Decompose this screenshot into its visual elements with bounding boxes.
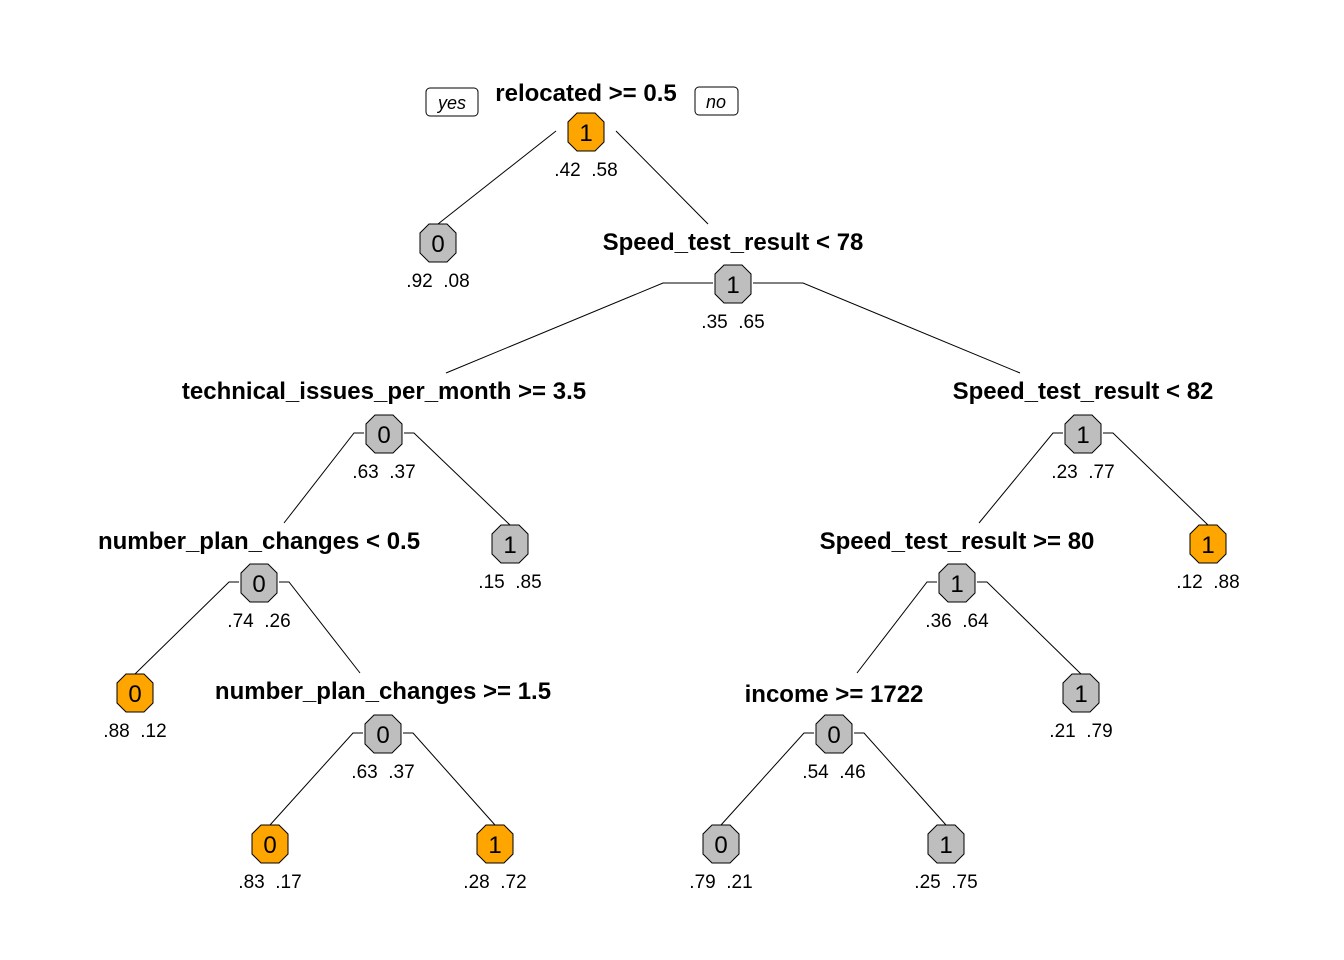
edge-n12-to-n25	[279, 581, 361, 674]
edge-n28-to-n57	[854, 732, 947, 826]
node-box	[938, 563, 976, 603]
no-label: no	[706, 92, 726, 112]
class-probabilities: .54 .46	[802, 762, 865, 783]
class-label: 1	[950, 571, 963, 598]
class-probabilities: .12 .88	[1176, 572, 1239, 593]
split-label: number_plan_changes < 0.5	[98, 528, 420, 555]
class-probabilities: .63 .37	[352, 462, 415, 483]
tree-node-n14: Speed_test_result >= 80 1 .36 .64	[820, 528, 1095, 632]
class-label: 0	[252, 571, 265, 598]
tree-nodes: relocated >= 0.51.42 .580.92 .08Speed_te…	[98, 80, 1240, 893]
node-box	[927, 824, 965, 864]
tree-node-n25: number_plan_changes >= 1.5 0 .63 .37	[215, 678, 551, 783]
node-box	[714, 264, 752, 304]
node-box	[251, 824, 289, 864]
class-label: 0	[714, 832, 727, 859]
node-box	[240, 563, 278, 603]
edge-n3-to-n6	[445, 282, 713, 374]
class-probabilities: .25 .75	[914, 872, 977, 893]
class-label: 1	[939, 832, 952, 859]
class-label: 0	[128, 681, 141, 708]
edge-n14-to-n29	[977, 581, 1082, 675]
node-box	[491, 524, 529, 564]
tree-node-n51: 1 .28 .72	[463, 824, 527, 893]
edge-n25-to-n50	[269, 732, 363, 826]
node-box	[476, 824, 514, 864]
class-probabilities: .92 .08	[406, 271, 469, 292]
tree-node-n15: 1 .12 .88	[1176, 524, 1240, 593]
class-probabilities: .28 .72	[463, 872, 526, 893]
yes-branch-label: yes	[425, 87, 479, 117]
tree-node-n7: Speed_test_result < 82 1 .23 .77	[953, 378, 1214, 483]
node-box	[1062, 673, 1100, 713]
split-label: Speed_test_result < 78	[603, 229, 864, 256]
class-probabilities: .74 .26	[227, 611, 290, 632]
node-box	[567, 112, 605, 152]
class-label: 1	[503, 532, 516, 559]
class-label: 1	[488, 832, 501, 859]
class-probabilities: .88 .12	[103, 721, 166, 742]
class-label: 1	[1201, 532, 1214, 559]
node-box	[1189, 524, 1227, 564]
edge-n25-to-n51	[403, 732, 496, 826]
tree-node-n29: 1 .21 .79	[1049, 673, 1113, 742]
no-branch-label: no	[694, 86, 739, 116]
edge-root-to-n2	[437, 130, 557, 225]
class-probabilities: .63 .37	[351, 762, 414, 783]
class-label: 1	[579, 120, 592, 147]
edge-n28-to-n56	[720, 732, 814, 826]
tree-node-n28: income >= 1722 0 .54 .46	[745, 681, 924, 783]
node-box	[702, 824, 740, 864]
tree-node-n2: 0 .92 .08	[406, 223, 470, 292]
edge-n14-to-n28	[856, 581, 937, 674]
edge-n12-to-n24	[134, 581, 239, 675]
tree-node-n3: Speed_test_result < 78 1 .35 .65	[603, 229, 864, 333]
class-label: 0	[827, 722, 840, 749]
split-label: technical_issues_per_month >= 3.5	[182, 378, 586, 405]
tree-node-n56: 0 .79 .21	[689, 824, 753, 893]
split-label: relocated >= 0.5	[495, 80, 676, 107]
tree-node-n13: 1 .15 .85	[478, 524, 542, 593]
class-label: 0	[376, 722, 389, 749]
tree-node-n6: technical_issues_per_month >= 3.5 0 .63 .3…	[182, 378, 586, 483]
edge-n7-to-n14	[978, 432, 1063, 524]
yes-label: yes	[436, 93, 466, 113]
class-probabilities: .21 .79	[1049, 721, 1112, 742]
class-label: 1	[726, 272, 739, 299]
class-probabilities: .23 .77	[1051, 462, 1114, 483]
node-box	[1064, 414, 1102, 454]
tree-node-n24: 0 .88 .12	[103, 673, 167, 742]
class-label: 0	[431, 231, 444, 258]
tree-node-n12: number_plan_changes < 0.5 0 .74 .26	[98, 528, 420, 632]
tree-edges	[134, 130, 1209, 826]
split-label: Speed_test_result < 82	[953, 378, 1214, 405]
tree-node-n57: 1 .25 .75	[914, 824, 978, 893]
class-label: 1	[1074, 681, 1087, 708]
tree-node-root: relocated >= 0.5 1 .42 .58	[495, 80, 676, 181]
class-probabilities: .36 .64	[925, 611, 989, 632]
edge-n6-to-n12	[283, 432, 364, 524]
split-label: Speed_test_result >= 80	[820, 528, 1095, 555]
class-probabilities: .83 .17	[238, 872, 301, 893]
edge-n3-to-n7	[753, 282, 1021, 374]
edge-n6-to-n13	[404, 432, 511, 526]
node-box	[815, 714, 853, 754]
tree-node-n50: 0 .83 .17	[238, 824, 302, 893]
class-label: 0	[263, 832, 276, 859]
node-box	[419, 223, 457, 263]
edge-n7-to-n15	[1103, 432, 1209, 526]
node-box	[364, 714, 402, 754]
class-probabilities: .42 .58	[554, 160, 617, 181]
node-box	[365, 414, 403, 454]
split-label: number_plan_changes >= 1.5	[215, 678, 551, 705]
class-probabilities: .35 .65	[701, 312, 764, 333]
class-probabilities: .15 .85	[478, 572, 541, 593]
edge-root-to-n3	[615, 130, 709, 225]
class-label: 0	[377, 422, 390, 449]
node-box	[116, 673, 154, 713]
class-label: 1	[1076, 422, 1089, 449]
split-label: income >= 1722	[745, 681, 924, 708]
class-probabilities: .79 .21	[689, 872, 752, 893]
